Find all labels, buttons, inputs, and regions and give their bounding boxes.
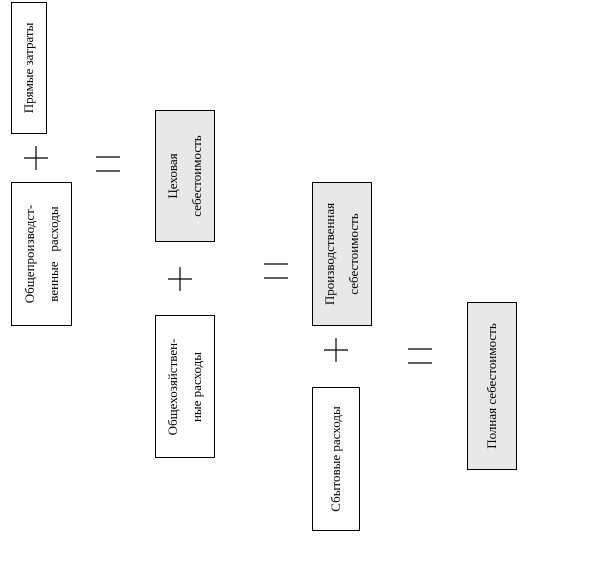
general-production-costs-label: Общепроизводст- венные расходы [18, 205, 66, 303]
plus-operator-2 [168, 267, 192, 291]
direct-costs-label-line-1: Прямые затраты [21, 22, 36, 114]
production-cost-label: Производственная себестоимость [318, 203, 366, 305]
direct-costs-box: Прямые затраты [11, 2, 47, 134]
general-production-costs-box: Общепроизводст- венные расходы [11, 182, 72, 326]
shop-cost-label-line-2: себестоимость [189, 135, 204, 217]
direct-costs-label: Прямые затраты [17, 23, 41, 114]
full-cost-label-line-1: Полная себестоимость [484, 323, 499, 449]
general-business-costs-label-line-1: Общехозяйствен- [165, 338, 180, 435]
equals-operator-1 [96, 156, 120, 172]
production-cost-label-line-2: себестоимость [346, 213, 361, 295]
plus-operator-1 [24, 146, 48, 170]
shop-cost-label: Цеховая себестоимость [161, 135, 209, 216]
general-production-costs-label-line-1: Общепроизводст- [21, 204, 37, 304]
selling-costs-label: Сбытовые расходы [324, 406, 348, 511]
general-business-costs-label: Общехозяйствен- ные расходы [161, 338, 209, 435]
full-cost-box: Полная себестоимость [467, 302, 517, 470]
equals-operator-3 [408, 348, 432, 364]
general-business-costs-label-line-2: ные расходы [189, 351, 204, 422]
equals-operator-2 [264, 263, 288, 279]
plus-operator-3 [324, 338, 348, 362]
selling-costs-box: Сбытовые расходы [312, 387, 360, 531]
shop-cost-box: Цеховая себестоимость [155, 110, 215, 242]
selling-costs-label-line-1: Сбытовые расходы [328, 406, 343, 512]
full-cost-label: Полная себестоимость [480, 323, 504, 449]
production-cost-box: Производственная себестоимость [312, 182, 372, 326]
shop-cost-label-line-1: Цеховая [165, 153, 180, 199]
general-business-costs-box: Общехозяйствен- ные расходы [155, 315, 215, 458]
general-production-costs-label-line-2: венные расходы [45, 206, 61, 302]
production-cost-label-line-1: Производственная [322, 202, 337, 306]
